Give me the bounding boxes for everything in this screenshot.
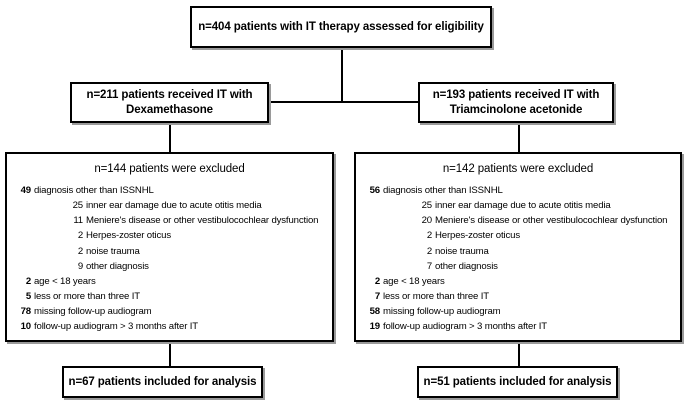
- exclusion-reason-text: inner ear damage due to acute otitis med…: [435, 200, 611, 212]
- exclusion-reason-text: other diagnosis: [435, 260, 498, 272]
- exclusion-reason-text: less or more than three IT: [34, 291, 140, 303]
- node-analysis-right: n=51 patients included for analysis: [417, 366, 618, 398]
- exclusion-count: 56: [369, 185, 381, 196]
- node-enrollment: n=404 patients with IT therapy assessed …: [190, 6, 492, 48]
- connector-enrollment-down: [341, 47, 343, 103]
- exclusion-reason-text: diagnosis other than ISSNHL: [383, 185, 503, 196]
- node-arm-triamcinolone: n=193 patients received IT with Triamcin…: [418, 82, 614, 123]
- analysis-right-label: n=51 patients included for analysis: [423, 375, 612, 388]
- connector-left-arm-down: [169, 122, 171, 153]
- arm-left-line1: n=211 patients received IT with: [86, 89, 253, 102]
- exclusion-count: 20: [421, 215, 433, 227]
- exclusion-reason-text: missing follow-up audiogram: [383, 306, 501, 318]
- exclusion-count: 78: [20, 306, 32, 318]
- exclusion-reason-text: Herpes-zoster oticus: [435, 230, 520, 242]
- exclusion-reason-text: Meniere's disease or other vestibulococh…: [86, 215, 319, 227]
- exclusion-reason-text: follow-up audiogram > 3 months after IT: [383, 321, 547, 333]
- connector-right-arm-down: [518, 122, 520, 153]
- exclusion-count: 2: [77, 230, 83, 242]
- exclusion-count: 2: [426, 245, 432, 257]
- arm-left-drug-name: Dexamethasone: [126, 103, 213, 116]
- exclusion-count: 10: [20, 321, 32, 333]
- exclusion-reason-text: inner ear damage due to acute otitis med…: [86, 200, 262, 212]
- exclusion-count: 7: [426, 260, 432, 272]
- enrollment-label: n=404 patients with IT therapy assessed …: [198, 20, 484, 33]
- arm-right-line1: n=193 patients received IT with: [432, 89, 600, 102]
- exclusion-reason-text: age < 18 years: [34, 275, 96, 287]
- exclusion-count: 2: [25, 275, 31, 287]
- exclusion-reason-text: Herpes-zoster oticus: [86, 230, 171, 242]
- connector-right-excluded-down: [518, 341, 520, 367]
- exclusion-reason-text: other diagnosis: [86, 260, 149, 272]
- exclusion-count: 19: [369, 321, 381, 333]
- exclusion-count: 2: [426, 230, 432, 242]
- exclusion-count: 2: [77, 245, 83, 257]
- excluded-right-heading: n=142 patients were excluded: [442, 163, 594, 175]
- exclusion-reason-text: diagnosis other than ISSNHL: [34, 185, 154, 196]
- connector-split-horizontal: [169, 101, 519, 103]
- exclusion-count: 25: [72, 200, 84, 212]
- excluded-left-heading: n=144 patients were excluded: [94, 163, 245, 175]
- exclusion-reason-text: noise trauma: [435, 245, 489, 257]
- exclusion-count: 5: [25, 291, 31, 303]
- exclusion-count: 49: [20, 185, 32, 196]
- exclusion-count: 11: [73, 215, 83, 227]
- exclusion-reason-text: Meniere's disease or other vestibulococh…: [435, 215, 668, 227]
- exclusion-count: 7: [374, 291, 380, 303]
- exclusion-reason-text: less or more than three IT: [383, 291, 489, 303]
- exclusion-reason-text: follow-up audiogram > 3 months after IT: [34, 321, 198, 333]
- node-analysis-left: n=67 patients included for analysis: [62, 366, 263, 398]
- exclusion-reason-text: age < 18 years: [383, 275, 445, 287]
- connector-left-excluded-down: [169, 341, 171, 367]
- exclusion-count: 9: [77, 260, 83, 272]
- exclusion-reason-text: missing follow-up audiogram: [34, 306, 152, 318]
- exclusion-reason-text: noise trauma: [86, 245, 140, 257]
- exclusion-count: 58: [369, 306, 381, 318]
- analysis-left-label: n=67 patients included for analysis: [68, 375, 257, 388]
- exclusion-count: 2: [374, 275, 380, 287]
- exclusion-count: 25: [421, 200, 433, 212]
- arm-right-drug-name: Triamcinolone acetonide: [449, 103, 583, 116]
- node-arm-dexamethasone: n=211 patients received IT with Dexameth…: [70, 82, 269, 123]
